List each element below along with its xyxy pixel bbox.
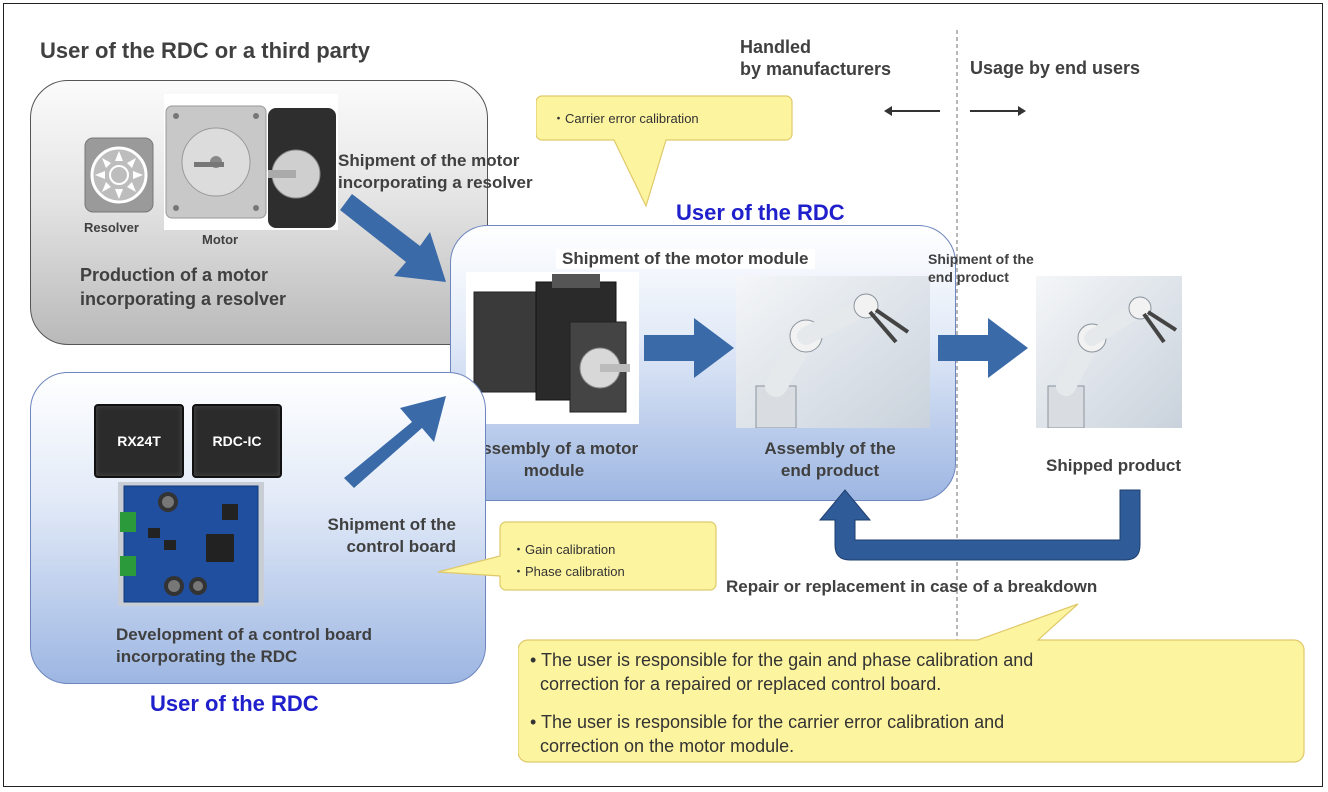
gain-callout-text: ・Gain calibration xyxy=(512,542,616,557)
resolver-icon xyxy=(84,137,154,213)
title-third-party: User of the RDC or a third party xyxy=(40,38,371,63)
usage-label: Usage by end users xyxy=(970,58,1141,78)
control-board-image xyxy=(118,482,264,606)
shipment-end-arrow xyxy=(938,318,1028,378)
direction-arrows xyxy=(884,106,1026,116)
rdc-ic-chip: RDC-IC xyxy=(192,404,282,478)
phase-callout-text: ・Phase calibration xyxy=(512,564,625,579)
note-2: • The user is responsible for the carrie… xyxy=(530,712,1005,756)
title-bottom-rdc: User of the RDC xyxy=(150,691,319,716)
title-center-rdc: User of the RDC xyxy=(676,200,845,225)
shipment-motor-label: Shipment of the motor incorporating a re… xyxy=(338,151,533,192)
repair-label: Repair or replacement in case of a break… xyxy=(726,577,1098,596)
motor-module-image xyxy=(466,272,639,424)
shipment-end-label: Shipment of the end product xyxy=(928,251,1034,285)
shipment-module-label: Shipment of the motor module xyxy=(556,249,815,269)
shipped-product-label: Shipped product xyxy=(1046,456,1182,475)
responsibility-note-bubble xyxy=(518,603,1305,763)
rx24t-chip: RX24T xyxy=(94,404,184,478)
development-label: Development of a control board incorpora… xyxy=(116,625,372,666)
assembly-module-label: Assembly of a motor module xyxy=(469,439,639,480)
motor-image xyxy=(164,94,338,230)
divider-line xyxy=(956,30,958,642)
carrier-callout-bubble xyxy=(536,95,793,208)
gain-phase-callout-bubble xyxy=(437,521,717,591)
production-label: Production of a motor incorporating a re… xyxy=(80,265,287,309)
shipped-product-image xyxy=(1036,276,1182,428)
board-shipment-arrow xyxy=(344,396,446,488)
motor-shipment-arrow xyxy=(340,194,446,282)
handled-label: Handled by manufacturers xyxy=(740,37,892,79)
motor-label: Motor xyxy=(202,232,239,247)
assembly-arrow xyxy=(644,318,734,378)
resolver-label: Resolver xyxy=(84,220,139,235)
note-1: • The user is responsible for the gain a… xyxy=(530,650,1034,694)
repair-arrow xyxy=(818,489,1141,561)
figure-frame xyxy=(3,3,1323,787)
assembly-end-label: Assembly of the end product xyxy=(764,439,896,480)
shipment-board-label: Shipment of the control board xyxy=(327,515,456,556)
carrier-callout-text: ・Carrier error calibration xyxy=(552,111,699,126)
robot-arm-image xyxy=(736,276,930,428)
